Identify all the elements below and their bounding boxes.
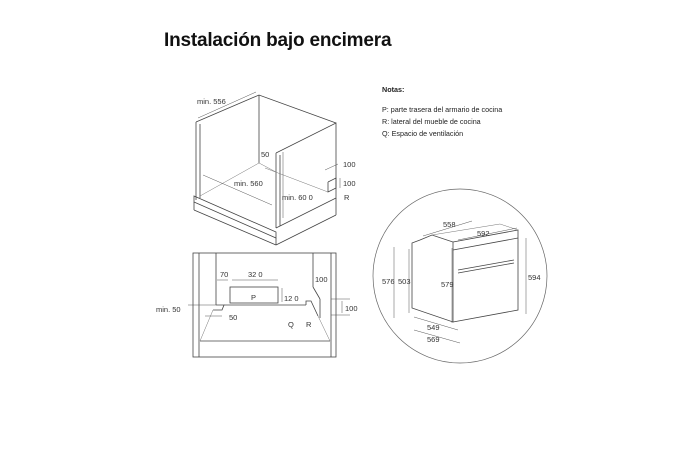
oven-inner-height-label: 503 — [398, 277, 411, 286]
plan-cutout-width-label: 32 0 — [248, 270, 263, 279]
plan-right-gap-label: 100 — [315, 275, 328, 284]
oven-side-height-label: 576 — [382, 277, 395, 286]
cabinet-cutout-width-label: 100 — [343, 160, 356, 169]
note-r: R: lateral del mueble de cocina — [382, 117, 481, 126]
oven-width-label: 592 — [477, 229, 490, 238]
plan-vent-marker: Q — [288, 320, 294, 329]
plan-side-height-label: 100 — [345, 304, 358, 313]
note-q: Q: Espacio de ventilación — [382, 129, 464, 138]
cabinet-height-label: min. 60 0 — [282, 193, 313, 202]
plan-back-marker: P — [251, 293, 256, 302]
cabinet-side-marker: R — [344, 193, 350, 202]
plan-min-label: min. 50 — [156, 305, 181, 314]
oven-depth-label: 558 — [443, 220, 456, 229]
cabinet-width-label: min. 560 — [234, 179, 263, 188]
plan-view-drawing — [188, 252, 350, 358]
page-title: Instalación bajo encimera — [164, 30, 392, 51]
oven-total-depth-label: 569 — [427, 335, 440, 344]
plan-offset-label: 50 — [229, 313, 237, 322]
cabinet-cutout-height-label: 100 — [343, 179, 356, 188]
cabinet-3d-drawing — [193, 91, 341, 246]
plan-side-marker: R — [306, 320, 312, 329]
oven-inner-depth-label: 549 — [427, 323, 440, 332]
oven-body-height-label: 579 — [441, 280, 454, 289]
notes-heading: Notas: — [382, 85, 405, 94]
notes-panel: Notas: P: parte trasera del armario de c… — [382, 84, 502, 140]
cabinet-gap-label: 50 — [261, 150, 269, 159]
oven-height-label: 594 — [528, 273, 541, 282]
plan-cutout-height-label: 12 0 — [284, 294, 299, 303]
note-p: P: parte trasera del armario de cocina — [382, 105, 503, 114]
oven-drawing — [372, 188, 548, 364]
cabinet-depth-label: min. 556 — [197, 97, 226, 106]
plan-left-gap-label: 70 — [220, 270, 228, 279]
